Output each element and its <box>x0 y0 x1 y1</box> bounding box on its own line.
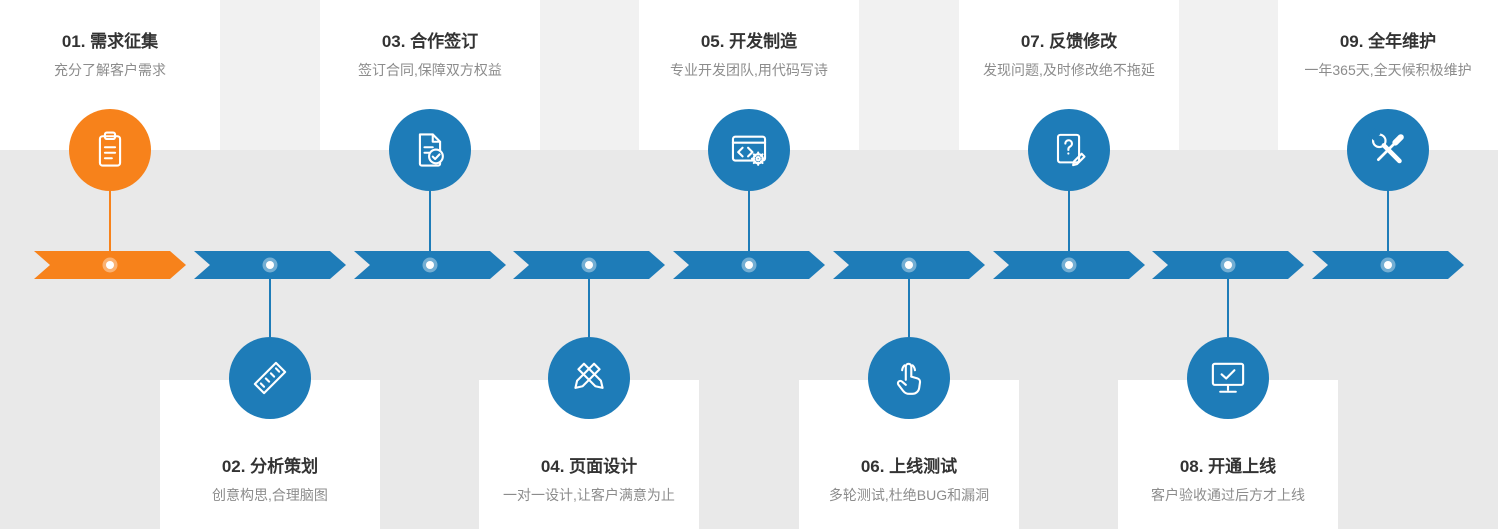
step-03: 03. 合作签订 签订合同,保障双方权益 <box>320 0 540 529</box>
step-06: 06. 上线测试 多轮测试,杜绝BUG和漏洞 <box>799 0 1019 529</box>
code-window-gear-icon <box>731 135 767 166</box>
step-subtitle: 签订合同,保障双方权益 <box>358 62 502 78</box>
monitor-check-icon <box>1211 362 1245 393</box>
step-09: 09. 全年维护 一年365天,全天候积极维护 <box>1278 0 1498 529</box>
step-circle <box>229 337 311 419</box>
step-04: 04. 页面设计 一对一设计,让客户满意为止 <box>479 0 699 529</box>
step-circle <box>708 109 790 191</box>
step-circle <box>868 337 950 419</box>
timeline-dot <box>1065 261 1073 269</box>
step-circle <box>1347 109 1429 191</box>
ruler-pencil-icon <box>253 361 287 395</box>
hand-tap-icon <box>896 362 922 395</box>
connector-line <box>748 191 750 265</box>
step-circle <box>69 109 151 191</box>
timeline-dot <box>106 261 114 269</box>
step-subtitle: 一对一设计,让客户满意为止 <box>503 487 675 503</box>
connector-line <box>269 265 271 337</box>
connector-line <box>1227 265 1229 337</box>
step-circle <box>1187 337 1269 419</box>
step-circle <box>548 337 630 419</box>
step-subtitle: 创意构思,合理脑图 <box>212 487 328 503</box>
step-05: 05. 开发制造 专业开发团队,用代码写诗 <box>639 0 859 529</box>
contract-check-icon <box>418 133 444 167</box>
step-08: 08. 开通上线 客户验收通过后方才上线 <box>1118 0 1338 529</box>
connector-line <box>1387 191 1389 265</box>
step-title: 03. 合作签订 <box>381 32 479 51</box>
step-02: 02. 分析策划 创意构思,合理脑图 <box>160 0 380 529</box>
step-subtitle: 多轮测试,杜绝BUG和漏洞 <box>828 487 990 503</box>
feedback-edit-icon <box>1056 133 1086 167</box>
crossed-pencils-icon <box>574 362 604 389</box>
timeline-dot <box>426 261 434 269</box>
timeline-dot <box>745 261 753 269</box>
timeline-dot <box>905 261 913 269</box>
step-title: 09. 全年维护 <box>1339 32 1437 51</box>
connector-line <box>109 191 111 265</box>
step-title: 06. 上线测试 <box>860 457 958 476</box>
connector-line <box>429 191 431 265</box>
step-07: 07. 反馈修改 发现问题,及时修改绝不拖延 <box>959 0 1179 529</box>
step-subtitle: 客户验收通过后方才上线 <box>1151 487 1305 503</box>
timeline-dot <box>1224 261 1232 269</box>
timeline-dot <box>1384 261 1392 269</box>
connector-line <box>908 265 910 337</box>
timeline-dot <box>266 261 274 269</box>
connector-line <box>1068 191 1070 265</box>
step-01: 01. 需求征集 充分了解客户需求 <box>0 0 220 529</box>
step-title: 02. 分析策划 <box>221 457 319 476</box>
step-title: 08. 开通上线 <box>1179 457 1277 476</box>
connector-line <box>588 265 590 337</box>
step-subtitle: 发现问题,及时修改绝不拖延 <box>983 62 1155 78</box>
step-title: 07. 反馈修改 <box>1020 32 1118 51</box>
step-subtitle: 一年365天,全天候积极维护 <box>1304 62 1472 78</box>
clipboard-list-icon <box>98 131 122 167</box>
wrench-screwdriver-icon <box>1368 128 1404 164</box>
step-title: 05. 开发制造 <box>700 32 798 51</box>
step-title: 01. 需求征集 <box>61 32 159 51</box>
step-subtitle: 专业开发团队,用代码写诗 <box>670 62 828 78</box>
step-title: 04. 页面设计 <box>540 457 638 476</box>
step-circle <box>389 109 471 191</box>
step-circle <box>1028 109 1110 191</box>
step-subtitle: 充分了解客户需求 <box>54 62 166 78</box>
timeline-dot <box>585 261 593 269</box>
